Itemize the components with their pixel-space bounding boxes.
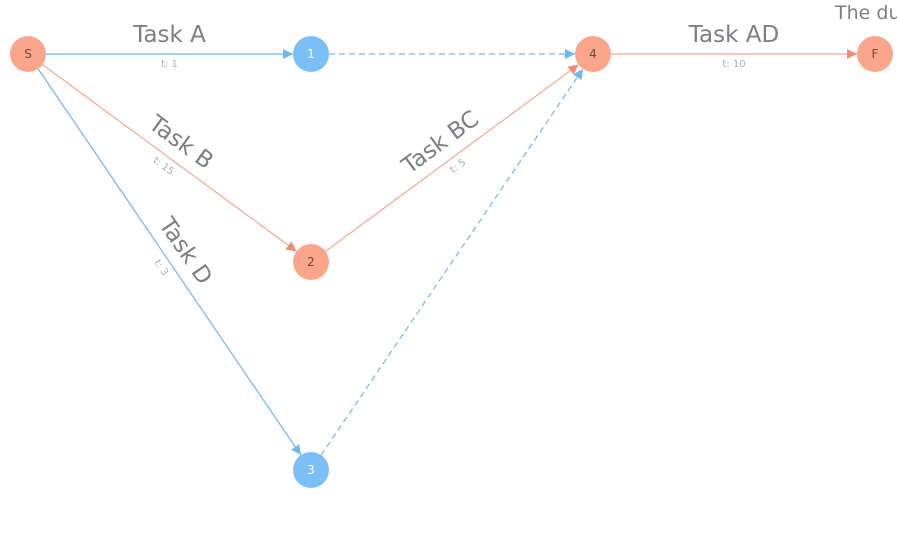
duration-label: t: 5 [448, 157, 468, 176]
edge-line [325, 64, 579, 252]
task-label: Task AD [688, 22, 779, 48]
duration-label: t: 10 [722, 59, 745, 70]
edge-label-group: Task AD t: 10 [688, 22, 779, 70]
node-label: F [872, 47, 879, 61]
edge-line [42, 64, 297, 252]
node-label: 4 [589, 47, 597, 61]
node-3[interactable]: 3 [293, 452, 329, 488]
node-circle[interactable] [857, 36, 893, 72]
node-F[interactable]: F [857, 36, 893, 72]
edge-dummy-3-4 [320, 68, 584, 456]
duration-label: t: 1 [161, 59, 178, 70]
diagram-caption: The du [834, 2, 897, 24]
node-circle[interactable] [293, 452, 329, 488]
edge-label-group: Task A t: 1 [132, 22, 206, 70]
edge-label-group: Task Dt: 3 [152, 212, 217, 289]
nodes-layer: S 1 2 3 4 F [10, 36, 893, 488]
node-label: 1 [307, 47, 315, 61]
duration-label: t: 3 [152, 258, 171, 278]
edge-label-group: Task BCt: 5 [397, 106, 484, 180]
node-label: S [24, 47, 32, 61]
edge-line [320, 68, 584, 456]
edge-task-ad: Task AD t: 10 [611, 22, 857, 70]
node-circle[interactable] [575, 36, 611, 72]
node-S[interactable]: S [10, 36, 46, 72]
node-1[interactable]: 1 [293, 36, 329, 72]
node-circle[interactable] [293, 244, 329, 280]
edge-label-group: Task Bt: 15 [143, 110, 218, 178]
node-2[interactable]: 2 [293, 244, 329, 280]
edge-line [37, 68, 302, 456]
node-label: 2 [307, 255, 315, 269]
node-label: 3 [307, 463, 315, 477]
node-circle[interactable] [293, 36, 329, 72]
edge-task-a: Task A t: 1 [46, 22, 293, 70]
duration-label: t: 15 [151, 155, 176, 178]
task-label: Task BC [397, 106, 484, 180]
node-4[interactable]: 4 [575, 36, 611, 72]
edge-task-bc: Task BCt: 5 [325, 64, 579, 252]
node-circle[interactable] [10, 36, 46, 72]
task-label: Task A [132, 22, 206, 48]
